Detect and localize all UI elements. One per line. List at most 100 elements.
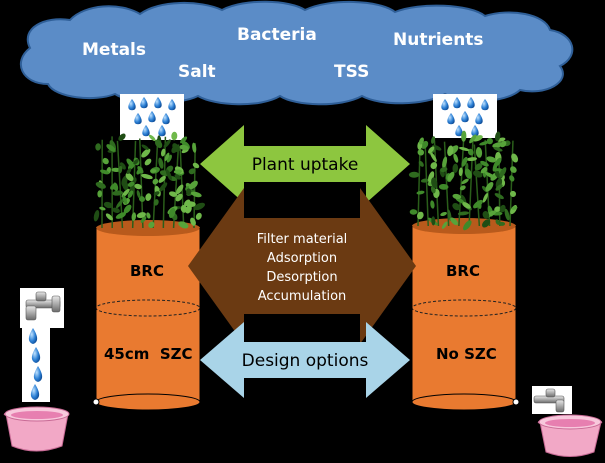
plant-leaf	[192, 142, 197, 153]
plant-leaf	[136, 167, 143, 175]
plant-leaf	[482, 211, 490, 219]
rain-drops-left	[120, 94, 184, 140]
desorption-label: Desorption	[266, 270, 337, 285]
rain-drop-icon	[128, 99, 136, 111]
plant-leaf	[474, 163, 483, 171]
design-options-label: Design options	[242, 351, 369, 371]
plant-leaf	[103, 201, 113, 209]
plant-leaf	[463, 220, 472, 231]
rain-drop-icon	[142, 125, 150, 137]
plant-leaf	[461, 156, 468, 167]
plant-leaf	[188, 168, 196, 175]
plant-leaf	[495, 184, 503, 191]
plant-leaf	[492, 160, 498, 172]
plant-leaf	[141, 173, 153, 180]
plant-leaf	[466, 157, 478, 162]
plant-leaf	[461, 178, 469, 185]
plant-leaf	[100, 169, 110, 175]
plant-leaf	[509, 190, 517, 197]
plant-leaf	[430, 200, 435, 209]
plant-leaf	[185, 205, 192, 214]
plant-leaf	[153, 191, 160, 196]
plant-leaf	[417, 149, 425, 156]
plant-leaf	[408, 171, 420, 178]
plant-leaf	[121, 175, 128, 187]
right-tap-icon	[532, 386, 572, 414]
plant-leaf	[192, 162, 200, 169]
right-bucket-icon	[537, 414, 603, 457]
plant-leaf	[110, 183, 118, 190]
plant-leaf	[499, 167, 507, 178]
pollutant-tss: TSS	[334, 62, 369, 82]
plant-leaf	[447, 145, 454, 157]
plant-leaf	[440, 211, 447, 217]
plant-leaf	[458, 167, 463, 177]
plant-leaf	[188, 180, 198, 190]
plant-leaf	[473, 170, 483, 178]
plant-leaf	[480, 167, 488, 174]
plant-leaf	[452, 163, 459, 173]
plants-left	[93, 131, 205, 229]
plant-leaf	[115, 212, 127, 219]
left-column: BRC 45cm SZC	[92, 220, 201, 411]
plant-leaf	[97, 190, 103, 198]
plant-leaf	[485, 181, 494, 192]
plant-leaf	[127, 190, 134, 199]
plant-leaf	[430, 152, 437, 163]
plant-leaf	[171, 144, 180, 154]
rain-drop-icon	[481, 99, 489, 111]
plant-leaf	[442, 156, 448, 169]
filter-material-arrow: Filter material Adsorption Desorption Ac…	[188, 188, 416, 344]
plant-uptake-arrow: Plant uptake	[200, 125, 410, 203]
plant-leaf	[134, 183, 142, 190]
plant-leaf	[510, 166, 517, 173]
plant-stem	[424, 143, 429, 227]
plant-leaf	[509, 175, 515, 182]
plant-leaf	[136, 190, 141, 199]
plant-leaf	[144, 158, 152, 166]
plant-leaf	[440, 167, 448, 173]
plant-leaf	[180, 136, 188, 144]
plant-leaf	[178, 221, 189, 229]
plant-leaf	[447, 171, 455, 181]
rain-drop-icon	[447, 113, 455, 125]
plant-leaf	[418, 160, 424, 167]
plant-leaf	[453, 153, 459, 163]
plant-stem	[458, 140, 465, 227]
plant-leaf	[158, 157, 164, 169]
right-brc-label: BRC	[446, 262, 480, 280]
plant-leaf	[458, 146, 470, 152]
plant-leaf	[165, 169, 172, 181]
plant-leaf	[126, 158, 134, 167]
plant-leaf	[122, 194, 128, 205]
pollutant-bacteria: Bacteria	[237, 25, 317, 45]
plant-leaf	[190, 217, 196, 226]
plant-leaf	[480, 160, 489, 167]
plant-leaf	[141, 148, 151, 158]
plant-leaf	[153, 199, 159, 206]
plant-leaf	[175, 193, 183, 202]
plant-leaf	[123, 204, 132, 214]
rain-drop-icon	[158, 125, 166, 137]
plant-leaf	[452, 193, 462, 200]
plant-leaf	[185, 188, 192, 195]
plant-leaf	[111, 167, 121, 173]
plant-leaf	[498, 221, 506, 226]
plant-leaf	[432, 144, 442, 151]
plant-leaf	[145, 193, 152, 201]
plant-leaf	[195, 212, 202, 220]
right-szc-label: No SZC	[436, 345, 497, 363]
left-water-drops	[22, 326, 50, 402]
plant-leaf	[494, 206, 501, 213]
rain-drop-icon	[441, 99, 449, 111]
plant-leaf	[493, 146, 503, 152]
plant-leaf	[99, 206, 106, 211]
rain-drops-right	[433, 94, 497, 138]
rain-drop-icon	[461, 111, 469, 123]
plant-leaf	[133, 159, 139, 165]
rain-drop-icon	[453, 97, 461, 109]
plant-leaf	[158, 175, 166, 183]
plant-leaf	[136, 212, 146, 219]
design-options-arrow: Design options	[200, 322, 410, 398]
plant-leaf	[431, 136, 436, 144]
